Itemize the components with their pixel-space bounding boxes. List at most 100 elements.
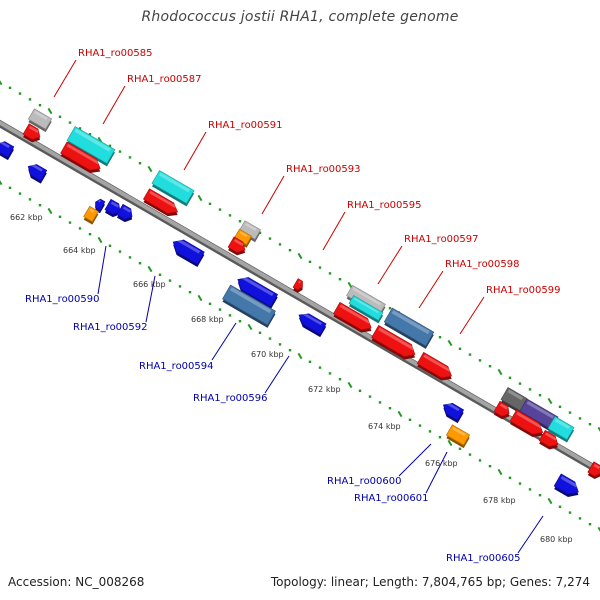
track-dot bbox=[428, 430, 432, 433]
reverse-leader bbox=[517, 515, 544, 554]
feature-highlight bbox=[507, 389, 523, 401]
track-dot bbox=[518, 382, 522, 385]
gene-blue-pair-b bbox=[116, 203, 133, 223]
gene-red-ro00591 bbox=[143, 188, 179, 217]
track-dot bbox=[138, 262, 142, 265]
track-dot bbox=[118, 250, 122, 253]
track-dot bbox=[208, 302, 212, 305]
track-dot bbox=[128, 156, 132, 159]
feature-highlight bbox=[353, 297, 379, 314]
feature-body bbox=[553, 473, 579, 495]
track-dot bbox=[378, 401, 382, 404]
gene-blue-near-backbone bbox=[27, 163, 48, 184]
feature-body bbox=[416, 351, 452, 378]
gene-red-ro00599 bbox=[416, 351, 452, 381]
reverse-gene-label: RHA1_ro00601 bbox=[354, 493, 429, 504]
feature-body bbox=[234, 228, 252, 246]
gene-red-ro00593 bbox=[227, 236, 246, 256]
track-major-tick bbox=[597, 426, 600, 432]
gene-red-ro00598 bbox=[371, 324, 416, 360]
track-dot bbox=[128, 256, 132, 259]
track-dot bbox=[238, 320, 242, 323]
track-dot bbox=[8, 86, 12, 89]
track-dot bbox=[118, 150, 122, 153]
reverse-gene-label: RHA1_ro00590 bbox=[25, 294, 100, 305]
track-dot bbox=[578, 417, 582, 420]
feature-highlight bbox=[31, 163, 43, 172]
feature-highlight bbox=[98, 199, 101, 203]
track-major-tick bbox=[47, 107, 53, 115]
feature-body bbox=[239, 220, 261, 240]
gene-orange-small bbox=[83, 205, 99, 225]
track-dot bbox=[508, 476, 512, 479]
gene-blue-ro00605 bbox=[553, 473, 579, 497]
gene-blue-ro00594a bbox=[237, 275, 279, 310]
gene-ro00593 bbox=[239, 220, 261, 243]
forward-leader bbox=[377, 245, 403, 285]
feature-highlight bbox=[352, 287, 382, 306]
feature-highlight bbox=[298, 280, 301, 284]
track-major-tick bbox=[347, 381, 353, 389]
track-dot bbox=[538, 394, 542, 397]
track-dot bbox=[18, 92, 22, 95]
track-major-tick bbox=[447, 439, 453, 447]
track-dot bbox=[88, 233, 92, 236]
track-dot bbox=[228, 314, 232, 317]
reverse-leader bbox=[398, 443, 432, 477]
gene-slate bbox=[519, 398, 559, 433]
track-dot bbox=[488, 465, 492, 468]
track-dot bbox=[208, 202, 212, 205]
gene-red-tiny bbox=[292, 278, 303, 293]
gene-blue-ro00592 bbox=[172, 237, 205, 267]
feature-highlight bbox=[74, 128, 111, 152]
feature-body bbox=[143, 188, 179, 214]
gene-orange-ro00593 bbox=[234, 228, 252, 248]
track-major-tick bbox=[197, 294, 203, 302]
map-title: Rhodococcus jostii RHA1, complete genome bbox=[141, 9, 459, 25]
feature-highlight bbox=[301, 311, 323, 326]
feature-highlight bbox=[0, 140, 10, 149]
track-major-tick bbox=[147, 165, 153, 173]
track-dot bbox=[568, 411, 572, 414]
track-dot bbox=[468, 353, 472, 356]
tick-label: 672 kbp bbox=[308, 385, 341, 394]
feature-highlight bbox=[339, 304, 371, 324]
track-dot bbox=[588, 523, 592, 526]
feature-body bbox=[298, 313, 327, 335]
gene-red-right-b bbox=[509, 409, 544, 438]
feature-body bbox=[104, 198, 121, 215]
gene-gray-dark bbox=[500, 387, 528, 414]
track-dot bbox=[178, 285, 182, 288]
feature-body bbox=[445, 424, 471, 446]
feature-highlight bbox=[158, 172, 191, 193]
tick-label: 678 kbp bbox=[483, 496, 516, 505]
track-dot bbox=[278, 243, 282, 246]
feature-body bbox=[493, 400, 510, 417]
forward-gene-label: RHA1_ro00599 bbox=[486, 285, 561, 296]
track-dot bbox=[188, 291, 192, 294]
track-major-tick bbox=[547, 497, 553, 505]
reverse-gene-label: RHA1_ro00596 bbox=[193, 393, 268, 404]
track-dot bbox=[138, 162, 142, 165]
track-dot bbox=[268, 237, 272, 240]
track-dot bbox=[438, 336, 442, 339]
gene-ro00597 bbox=[383, 307, 435, 349]
forward-leader bbox=[102, 85, 126, 125]
feature-highlight bbox=[122, 206, 132, 213]
track-dot bbox=[218, 308, 222, 311]
track-dot bbox=[268, 337, 272, 340]
track-dot bbox=[538, 494, 542, 497]
track-dot bbox=[368, 395, 372, 398]
gene-blue-left-edge bbox=[0, 140, 15, 161]
feature-highlight bbox=[89, 208, 95, 213]
feature-body bbox=[547, 416, 575, 440]
track-major-tick bbox=[247, 323, 253, 331]
track-dot bbox=[108, 144, 112, 147]
reverse-leader bbox=[425, 451, 448, 494]
feature-body bbox=[227, 236, 246, 253]
feature-highlight bbox=[110, 201, 120, 208]
track-major-tick bbox=[97, 236, 103, 244]
gene-red-right-c bbox=[538, 429, 559, 450]
